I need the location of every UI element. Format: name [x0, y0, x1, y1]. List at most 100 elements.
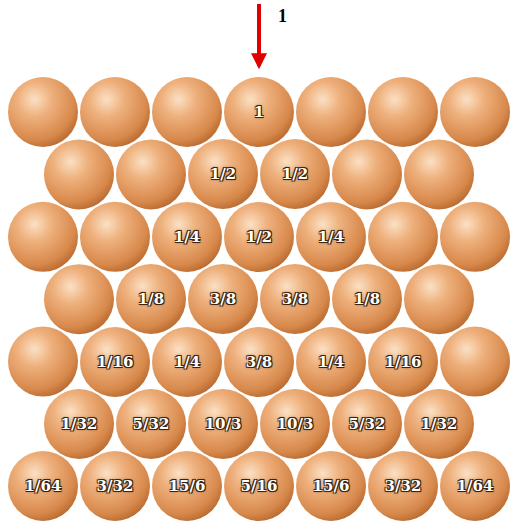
- labeled-sphere: 3/32: [368, 451, 438, 521]
- sphere: [80, 327, 150, 397]
- sphere: [296, 451, 366, 521]
- sphere: [116, 389, 186, 459]
- fraction-value: 5/16: [224, 451, 294, 521]
- labeled-sphere: 1/64: [440, 451, 510, 521]
- sphere: [188, 264, 258, 334]
- sphere: [188, 389, 258, 459]
- labeled-sphere: 1: [224, 77, 294, 147]
- fraction-value: 5/32: [332, 389, 402, 459]
- fraction-value: 3/8: [188, 264, 258, 334]
- fraction-value: 1: [224, 77, 294, 147]
- labeled-sphere: 1/2: [224, 202, 294, 272]
- fraction-value: 15/6: [296, 451, 366, 521]
- sphere: [260, 139, 330, 209]
- fraction-value: 1/16: [368, 327, 438, 397]
- fraction-value: 1/4: [296, 327, 366, 397]
- fraction-value: 1/64: [8, 451, 78, 521]
- load-arrow: [257, 4, 261, 66]
- labeled-sphere: 1/2: [188, 139, 258, 209]
- sphere: [368, 202, 438, 272]
- fraction-value: 1/64: [440, 451, 510, 521]
- labeled-sphere: 10/3: [260, 389, 330, 459]
- fraction-value: 1/32: [404, 389, 474, 459]
- sphere: [188, 139, 258, 209]
- sphere: [80, 202, 150, 272]
- labeled-sphere: 1/8: [332, 264, 402, 334]
- sphere: [296, 77, 366, 147]
- labeled-sphere: 1/4: [152, 202, 222, 272]
- sphere: [296, 327, 366, 397]
- fraction-value: 1/4: [152, 327, 222, 397]
- labeled-sphere: 1/16: [80, 327, 150, 397]
- labeled-sphere: 15/6: [152, 451, 222, 521]
- sphere: [368, 327, 438, 397]
- labeled-sphere: 1/32: [404, 389, 474, 459]
- fraction-value: 1/32: [44, 389, 114, 459]
- sphere: [440, 451, 510, 521]
- labeled-sphere: 15/6: [296, 451, 366, 521]
- labeled-sphere: 3/8: [188, 264, 258, 334]
- sphere: [404, 139, 474, 209]
- load-label: 1: [278, 6, 287, 27]
- labeled-sphere: 10/3: [188, 389, 258, 459]
- sphere: [404, 389, 474, 459]
- fraction-value: 1/2: [260, 139, 330, 209]
- labeled-sphere: 1/4: [152, 327, 222, 397]
- sphere: [152, 202, 222, 272]
- sphere: [440, 327, 510, 397]
- fraction-value: 15/6: [152, 451, 222, 521]
- fraction-value: 1/4: [152, 202, 222, 272]
- sphere: [44, 389, 114, 459]
- labeled-sphere: 1/64: [8, 451, 78, 521]
- sphere: [152, 451, 222, 521]
- labeled-sphere: 3/32: [80, 451, 150, 521]
- sphere: [368, 451, 438, 521]
- fraction-value: 1/16: [80, 327, 150, 397]
- sphere: [116, 264, 186, 334]
- labeled-sphere: 1/4: [296, 327, 366, 397]
- sphere: [224, 451, 294, 521]
- fraction-value: 3/32: [80, 451, 150, 521]
- labeled-sphere: 1/4: [296, 202, 366, 272]
- fraction-value: 5/32: [116, 389, 186, 459]
- fraction-value: 1/2: [188, 139, 258, 209]
- fraction-value: 3/8: [260, 264, 330, 334]
- labeled-sphere: 3/8: [260, 264, 330, 334]
- sphere: [260, 389, 330, 459]
- sphere: [152, 327, 222, 397]
- labeled-sphere: 1/32: [44, 389, 114, 459]
- sphere: [80, 451, 150, 521]
- sphere: [368, 77, 438, 147]
- sphere: [8, 327, 78, 397]
- fraction-value: 1/8: [332, 264, 402, 334]
- fraction-value: 1/4: [296, 202, 366, 272]
- sphere: [332, 139, 402, 209]
- fraction-value: 10/3: [260, 389, 330, 459]
- labeled-sphere: 3/8: [224, 327, 294, 397]
- sphere: [260, 264, 330, 334]
- sphere: [44, 264, 114, 334]
- fraction-value: 1/8: [116, 264, 186, 334]
- fraction-value: 3/8: [224, 327, 294, 397]
- sphere: [440, 202, 510, 272]
- labeled-sphere: 5/32: [332, 389, 402, 459]
- sphere: [404, 264, 474, 334]
- sphere: [44, 139, 114, 209]
- fraction-value: 3/32: [368, 451, 438, 521]
- labeled-sphere: 5/16: [224, 451, 294, 521]
- sphere: [224, 77, 294, 147]
- sphere: [152, 77, 222, 147]
- fraction-value: 10/3: [188, 389, 258, 459]
- sphere: [332, 264, 402, 334]
- sphere: [440, 77, 510, 147]
- sphere: [224, 202, 294, 272]
- sphere: [8, 77, 78, 147]
- sphere: [8, 451, 78, 521]
- sphere: [8, 202, 78, 272]
- labeled-sphere: 5/32: [116, 389, 186, 459]
- labeled-sphere: 1/8: [116, 264, 186, 334]
- sphere: [116, 139, 186, 209]
- sphere: [296, 202, 366, 272]
- sphere: [224, 327, 294, 397]
